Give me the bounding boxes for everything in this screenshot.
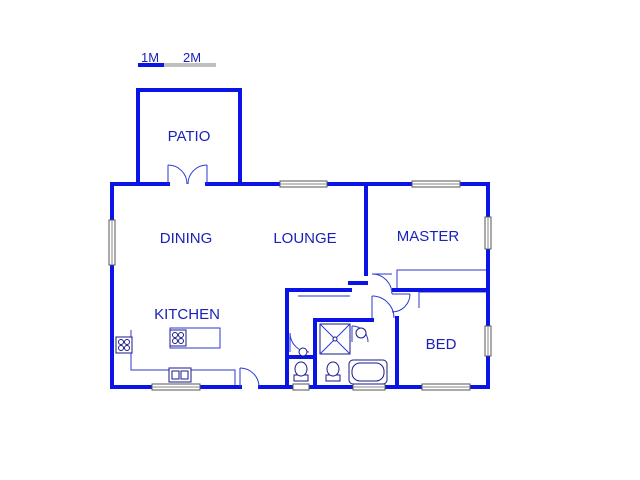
- window-bed-bottom: [421, 383, 471, 391]
- room-label-patio: PATIO: [168, 128, 211, 145]
- toilet-icon-bathroom: [325, 361, 341, 382]
- toilet-icon-wc: [293, 361, 309, 382]
- stove-icon: [115, 336, 133, 354]
- room-label-bed: BED: [426, 336, 457, 353]
- master-built-in-cupboard: [396, 269, 486, 290]
- fixtures: [115, 323, 388, 385]
- window-dining-left: [108, 219, 116, 266]
- bed-door: [391, 293, 411, 313]
- shower-icon: [319, 323, 351, 355]
- windows: [108, 180, 492, 391]
- scale-label-2m: 2M: [183, 50, 201, 65]
- window-bath-bottom: [352, 383, 386, 391]
- room-label-kitchen: KITCHEN: [154, 306, 220, 323]
- bathtub-icon: [348, 359, 388, 385]
- room-labels: PATIO DINING LOUNGE MASTER KITCHEN BED: [154, 128, 459, 353]
- window-kitchen-bottom: [151, 383, 201, 391]
- room-label-dining: DINING: [160, 230, 213, 247]
- bed-built-in-cupboard: [418, 291, 486, 308]
- hob-icon: [169, 329, 187, 347]
- window-lounge-top: [279, 180, 328, 188]
- patio-double-door: [167, 164, 208, 185]
- window-bed-right: [484, 325, 492, 357]
- kitchen-sink-icon: [168, 367, 192, 383]
- basin-icon: [355, 327, 367, 339]
- front-door: [239, 367, 260, 388]
- scale-bar: 1M 2M: [138, 50, 216, 67]
- wc-basin-icon: [298, 347, 308, 357]
- room-label-master: MASTER: [397, 228, 460, 245]
- scale-label-1m: 1M: [141, 50, 159, 65]
- room-label-lounge: LOUNGE: [273, 230, 336, 247]
- patio-walls: [136, 88, 242, 184]
- window-master-right: [484, 216, 492, 250]
- window-master-top: [411, 180, 461, 188]
- window-wc-bottom: [292, 383, 310, 391]
- bathroom-door: [371, 295, 395, 319]
- master-door: [371, 273, 393, 295]
